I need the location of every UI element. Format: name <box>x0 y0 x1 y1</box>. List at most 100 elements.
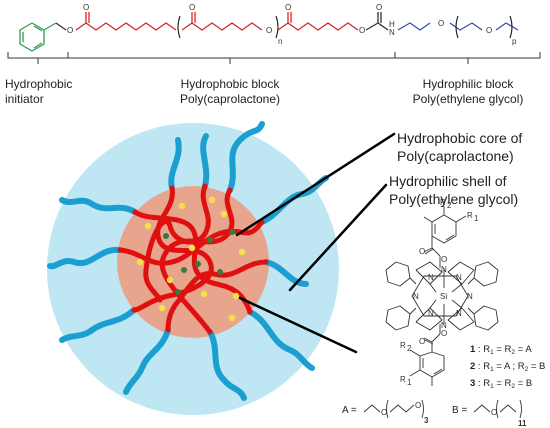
repeat-bracket <box>177 15 279 39</box>
core-callout-line <box>235 132 396 237</box>
pc-nitrogen: N <box>441 265 447 274</box>
bottom-benzoate <box>409 324 445 386</box>
initiator-label-line2: initiator <box>5 92 44 106</box>
pcl-repeat-unit <box>181 12 263 31</box>
pc-macrocycle <box>385 261 499 331</box>
substituent-a-label: A = <box>342 405 357 416</box>
pcl-strand <box>143 183 211 303</box>
chain-atom: O <box>486 26 492 35</box>
substituent-b-o1: O <box>491 408 497 417</box>
benzyl-initiator <box>19 22 57 52</box>
substituent-a-o1: O <box>381 408 387 417</box>
substituent-b-sub: 11 <box>518 419 527 428</box>
peg-repeat-bracket <box>455 15 513 39</box>
ester-o-bottom-2: O <box>419 337 425 346</box>
r2-bottom: R <box>400 341 406 350</box>
initiator-link <box>55 22 67 31</box>
pc-nitrogen: N <box>413 292 419 301</box>
payload-dot <box>136 258 144 266</box>
variant-3: 3 : R1 = R2 = B <box>470 378 532 390</box>
initiator-label-line1: Hydrophobic <box>5 77 72 91</box>
variant-1: 1 : R1 = R2 = A <box>470 344 532 356</box>
payload-dot <box>208 196 216 204</box>
pc-nitrogen: N <box>428 309 434 318</box>
variant-2: 2 : R1 = A ; R2 = B <box>470 361 545 373</box>
pc-nitrogen: N <box>456 309 462 318</box>
pcl-strand <box>165 259 269 333</box>
ester-o-bottom: O <box>441 329 447 338</box>
peg-strand <box>263 259 309 287</box>
pcl-block-label-line2: Poly(caprolactone) <box>180 92 280 106</box>
substituent-a-structure <box>363 399 424 419</box>
drug-dot <box>175 289 181 295</box>
payload-dot <box>188 244 196 252</box>
r1-bottom-sub: 1 <box>407 378 412 387</box>
peg-strand <box>168 137 182 191</box>
pcl-block-2 <box>277 12 359 31</box>
chain-atom: O <box>438 19 444 28</box>
drug-dot <box>217 269 223 275</box>
pcl-block-1 <box>75 12 177 31</box>
chain-atom: O <box>376 3 382 12</box>
r1-top-sub: 1 <box>474 214 479 223</box>
chain-atom: O <box>285 3 291 12</box>
peg-strand <box>207 329 247 401</box>
ester-o-top-2: O <box>441 255 447 264</box>
core-label-line1: Hydrophobic core of <box>397 130 522 146</box>
callout-labels: Hydrophobic core of Poly(caprolactone) H… <box>389 130 522 207</box>
drug-dot <box>163 233 169 239</box>
shell-label-line2: Poly(ethylene glycol) <box>389 191 518 207</box>
chain-atom: N <box>389 28 395 37</box>
payload-dot <box>166 276 174 284</box>
peg-strand <box>123 327 171 395</box>
peg-strand <box>200 133 210 189</box>
r1-top: R <box>467 211 473 220</box>
peg-block-label-line1: Hydrophilic block <box>423 77 515 91</box>
r2-top: R <box>440 198 446 207</box>
peg-block-label-line2: Poly(ethylene glycol) <box>413 92 524 106</box>
chain-atom: O <box>83 3 89 12</box>
payload-dot <box>144 222 152 230</box>
peg-strand <box>59 197 138 215</box>
substituent-b-structure <box>473 399 522 419</box>
payload-dot <box>200 290 208 298</box>
peg-strand <box>47 246 123 270</box>
chain-atom: O <box>67 26 73 35</box>
callout-lines <box>235 132 396 354</box>
drug-dots <box>163 229 235 295</box>
peg-strand <box>227 121 265 193</box>
pc-nitrogen: N <box>428 273 434 282</box>
peg-strand <box>247 309 315 371</box>
payload-dot <box>228 314 236 322</box>
phthalocyanine-molecule <box>385 206 499 386</box>
core-label-line2: Poly(caprolactone) <box>397 148 514 164</box>
polymer-chain <box>19 12 519 52</box>
peg-strand <box>59 307 137 343</box>
payload-dot <box>238 248 246 256</box>
substituent-b-label: B = <box>452 405 467 416</box>
substituent-a-o2: O <box>415 401 421 410</box>
pc-nitrogen: N <box>456 273 462 282</box>
shell-callout-line <box>288 183 388 292</box>
chain-atom: H <box>389 20 395 29</box>
drug-dot <box>229 229 235 235</box>
drug-dot <box>181 267 187 273</box>
pc-nitrogen: N <box>441 321 447 330</box>
drug-dot <box>195 261 201 267</box>
payload-dot <box>178 202 186 210</box>
silicon-center: Si <box>440 292 447 301</box>
payload-dot <box>232 292 240 300</box>
chain-atom: O <box>359 26 365 35</box>
carbamate-linker <box>365 12 389 31</box>
r2-bottom-sub: 2 <box>407 344 412 353</box>
pc-nitrogen: N <box>467 292 473 301</box>
chain-atom: O <box>189 3 195 12</box>
payload-dot <box>220 210 228 218</box>
repeat-subscript-p: p <box>512 37 517 46</box>
compound-variants: 1 : R1 = R2 = A 2 : R1 = A ; R2 = B 3 : … <box>470 344 545 390</box>
peg-block <box>397 22 519 31</box>
payload-dot <box>158 304 166 312</box>
shell-label-line1: Hydrophilic shell of <box>389 173 507 189</box>
chain-atoms: O O O O O O H H N O O O n p <box>67 3 517 46</box>
